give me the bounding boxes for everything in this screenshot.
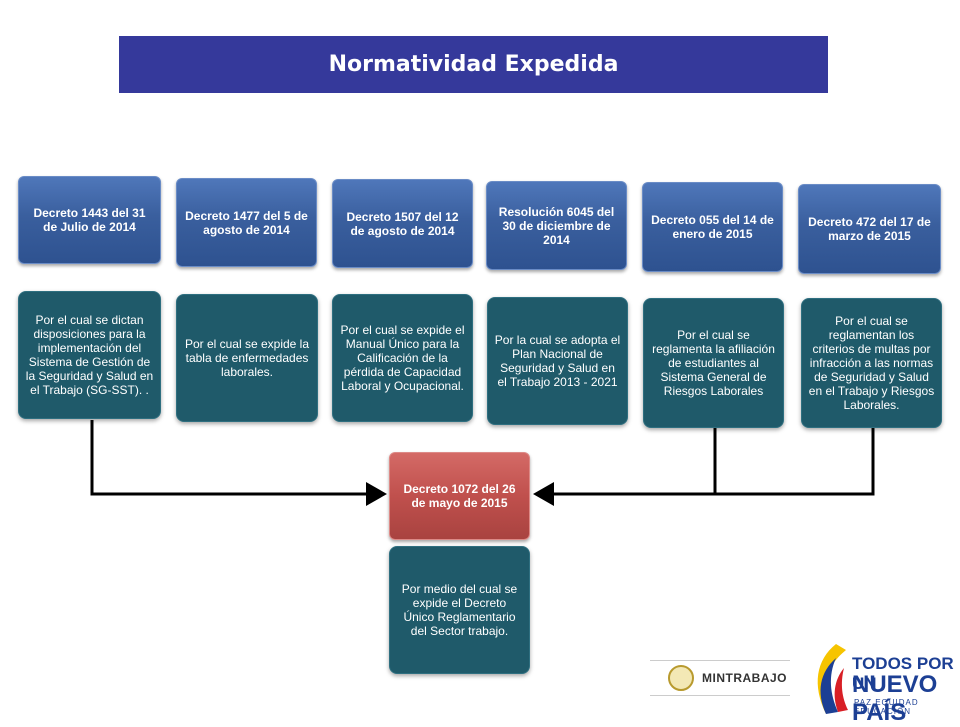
tpu-line-1: TODOS POR UN: [852, 654, 954, 693]
description-decreto-1507: Por el cual se expide el Manual Único pa…: [332, 294, 473, 422]
header-decreto-1443: Decreto 1443 del 31 de Julio de 2014: [18, 176, 161, 264]
description-decreto-1477: Por el cual se expide la tabla de enferm…: [176, 294, 318, 422]
tpu-line-3: PAZ EQUIDAD EDUCACIÓN: [854, 698, 919, 716]
header-decreto-472: Decreto 472 del 17 de marzo de 2015: [798, 184, 941, 274]
page-title: Normatividad Expedida: [119, 36, 828, 93]
header-decreto-1072: Decreto 1072 del 26 de mayo de 2015: [389, 452, 530, 540]
description-decreto-1072: Por medio del cual se expide el Decreto …: [389, 546, 530, 674]
header-decreto-055: Decreto 055 del 14 de enero de 2015: [642, 182, 783, 272]
mintrabajo-logo: MINTRABAJO: [650, 660, 790, 696]
mintrabajo-text: MINTRABAJO: [702, 671, 787, 685]
description-decreto-055: Por el cual se reglamenta la afiliación …: [643, 298, 784, 428]
flag-swoosh-icon: [817, 644, 848, 714]
coat-of-arms-icon: [668, 665, 694, 691]
todos-por-un-nuevo-pais-logo: TODOS POR UN NUEVO PAÍS PAZ EQUIDAD EDUC…: [806, 640, 956, 726]
description-decreto-472: Por el cual se reglamentan los criterios…: [801, 298, 942, 428]
header-resolucion-6045: Resolución 6045 del 30 de diciembre de 2…: [486, 181, 627, 270]
connector-far-right: [715, 428, 875, 496]
header-decreto-1507: Decreto 1507 del 12 de agosto de 2014: [332, 179, 473, 268]
header-decreto-1477: Decreto 1477 del 5 de agosto de 2014: [176, 178, 317, 267]
description-decreto-1443: Por el cual se dictan disposiciones para…: [18, 291, 161, 419]
connector-left: [90, 420, 387, 506]
description-resolucion-6045: Por la cual se adopta el Plan Nacional d…: [487, 297, 628, 425]
connector-right: [533, 428, 717, 506]
